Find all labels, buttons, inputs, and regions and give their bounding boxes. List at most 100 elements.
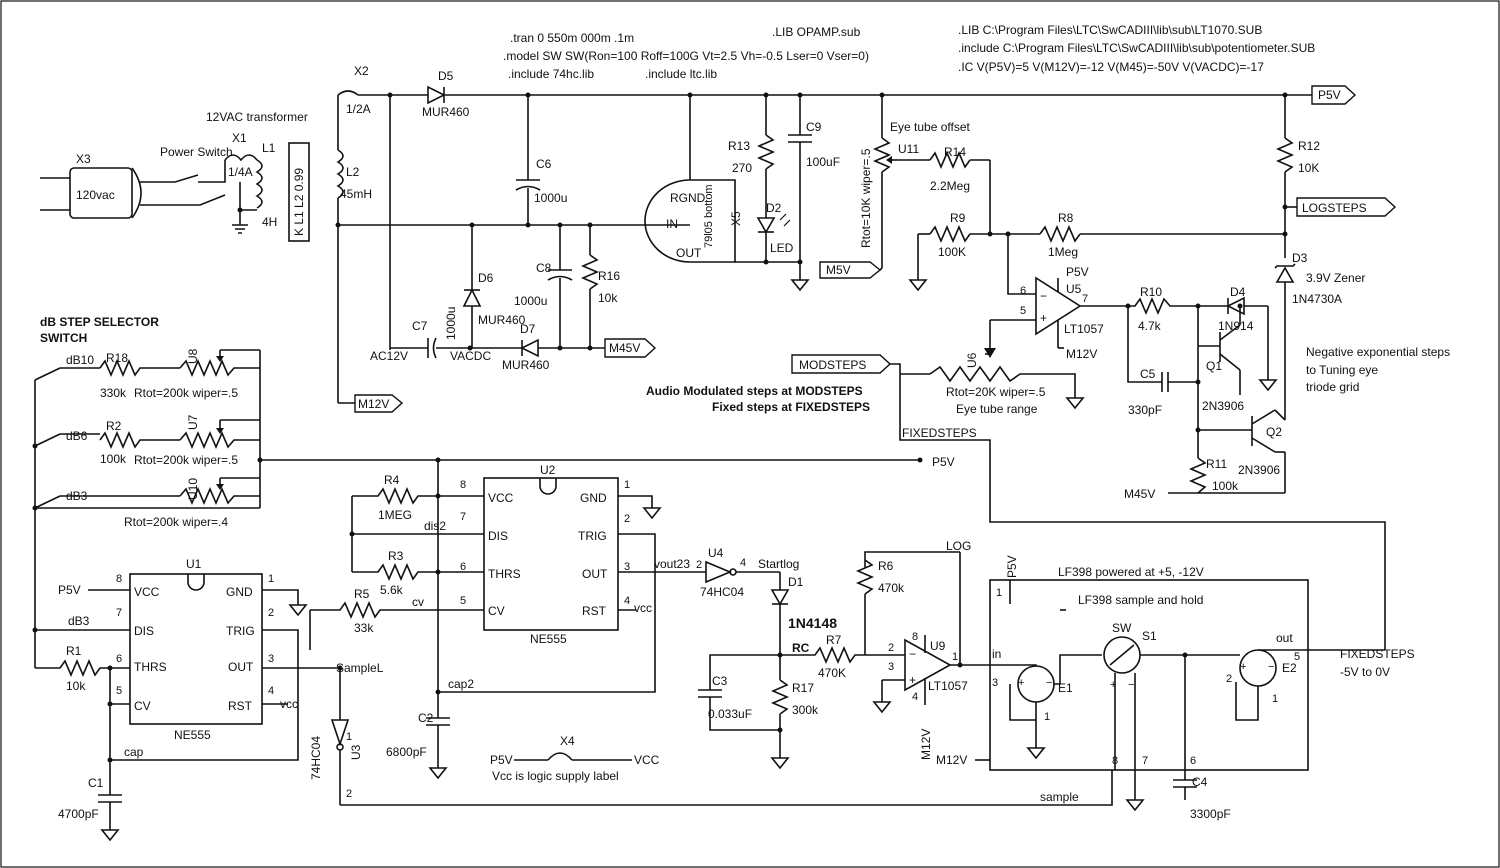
log-label: LOG [946,539,971,553]
u3-label: U3 [349,744,363,760]
r8-value: 1Meg [1048,245,1078,259]
ground-icon [770,757,790,770]
include-potentiometer: .include C:\Program Files\LTC\SwCADIII\l… [958,41,1315,55]
u2-trig: TRIG [578,529,607,543]
m12v-flag-text: M12V [358,397,389,411]
u9-minus: − [909,647,916,661]
e2-pin5: 5 [1294,651,1300,663]
opamp-u9 [904,638,952,692]
r4-value: 1MEG [378,508,412,522]
regulator-x5 [644,179,736,263]
lib-opamp: .LIB OPAMP.sub [772,25,861,39]
d2-label: D2 [766,201,782,215]
s1-minus: − [1128,679,1134,691]
lf398-pin3: 3 [992,677,998,689]
d1-value: 1N4148 [788,615,837,631]
x2-value: 1/2A [346,102,371,116]
u9-plus: + [909,673,916,687]
db10-label: dB10 [66,353,94,367]
u1-cv: CV [134,699,151,713]
u2-thrs: THRS [488,567,521,581]
q1-label: Q1 [1206,359,1222,373]
cv-label: cv [412,595,424,609]
u1-trig: TRIG [226,624,255,638]
inverter-u4 [705,560,733,584]
r8-label: R8 [1058,211,1074,225]
cap-net-label: cap [124,745,144,759]
ground-icon [872,701,892,714]
l1-value: 4H [262,215,277,229]
ground-icon [908,279,928,292]
m45v-flag-text: M45V [609,341,640,355]
u1-p3: 3 [268,653,274,665]
e1-plus: + [1018,677,1024,689]
c8-value: 1000u [514,294,547,308]
u5-m12v: M12V [1066,347,1097,361]
logic-section: U4 74HC04 2 4 Startlog D1 1N4148 1 2 74H… [309,546,1113,806]
u1-p4: 4 [268,685,274,697]
c1-value: 4700pF [58,807,99,821]
lf398-in: in [992,647,1001,661]
s1-pin7: 7 [1142,755,1148,767]
include-ltc: .include ltc.lib [645,67,717,81]
eye-offset-label: Eye tube offset [890,120,971,134]
lf398-box [989,579,1309,771]
e1-label: E1 [1058,681,1073,695]
u2-p6: 6 [460,561,466,573]
r1-value: 10k [66,679,86,693]
u1-vcc-net: vcc [280,697,298,711]
s1-plus: + [1110,679,1116,691]
vcc-note: Vcc is logic supply label [492,769,619,783]
x4-label: X4 [560,734,575,748]
c1-label: C1 [88,776,104,790]
ground-icon [288,604,308,617]
c5-value: 330pF [1128,403,1162,417]
c3-value: 0.033uF [708,707,752,721]
r18-label: R18 [106,351,128,365]
d3-value: 3.9V Zener [1306,271,1365,285]
p5v-flag-text: P5V [1318,88,1341,102]
q1-value: 2N3906 [1202,399,1244,413]
u1-gnd: GND [226,585,253,599]
l1-label: L1 [262,141,276,155]
u2-dis: DIS [488,529,508,543]
r6-label: R6 [878,559,894,573]
x5-in: IN [666,217,678,231]
ground-icon [100,829,120,842]
m45v-pin-label: M45V [1124,487,1155,501]
u5-minus: − [1040,289,1047,303]
u1-p2: 2 [268,607,274,619]
sw-label: SW [1112,621,1132,635]
ground-icon [1065,397,1085,410]
triodegrid-note: triode grid [1306,380,1359,394]
sample-net-label: sample [1040,790,1079,804]
db-step-selector: dB STEP SELECTOR SWITCH dB10 R18 330k U8… [32,315,955,668]
d2-value: LED [770,241,794,255]
r7-value: 470K [818,666,846,680]
plug-x3 [69,167,133,219]
coupling-label: K L1 L2 0.99 [292,168,306,236]
r7-label: R7 [826,633,842,647]
d7-value: MUR460 [502,358,550,372]
x4-right: VCC [634,753,660,767]
l2-value: 45mH [340,187,372,201]
c2-label: C2 [418,711,434,725]
x5-rgnd: RGND [670,191,706,205]
l2-label: L2 [346,165,360,179]
r11-value: 100k [1212,479,1239,493]
ground-icon [790,279,810,292]
u10-label: U10 [186,478,200,500]
ground-icon [232,224,248,234]
logsteps-flag [1296,197,1397,217]
u2-p4: 4 [624,595,630,607]
u9-p8: 8 [912,631,918,643]
c7-label: C7 [412,319,428,333]
c7-value: 1000u [444,307,458,340]
e2-minus: − [1268,661,1274,673]
u1-name: NE555 [174,728,211,742]
u4-p4: 4 [740,557,746,569]
d5-value: MUR460 [422,105,470,119]
r10-label: R10 [1140,285,1162,299]
u1-p5v-label: P5V [58,583,81,597]
x5-label: X5 [729,211,743,226]
